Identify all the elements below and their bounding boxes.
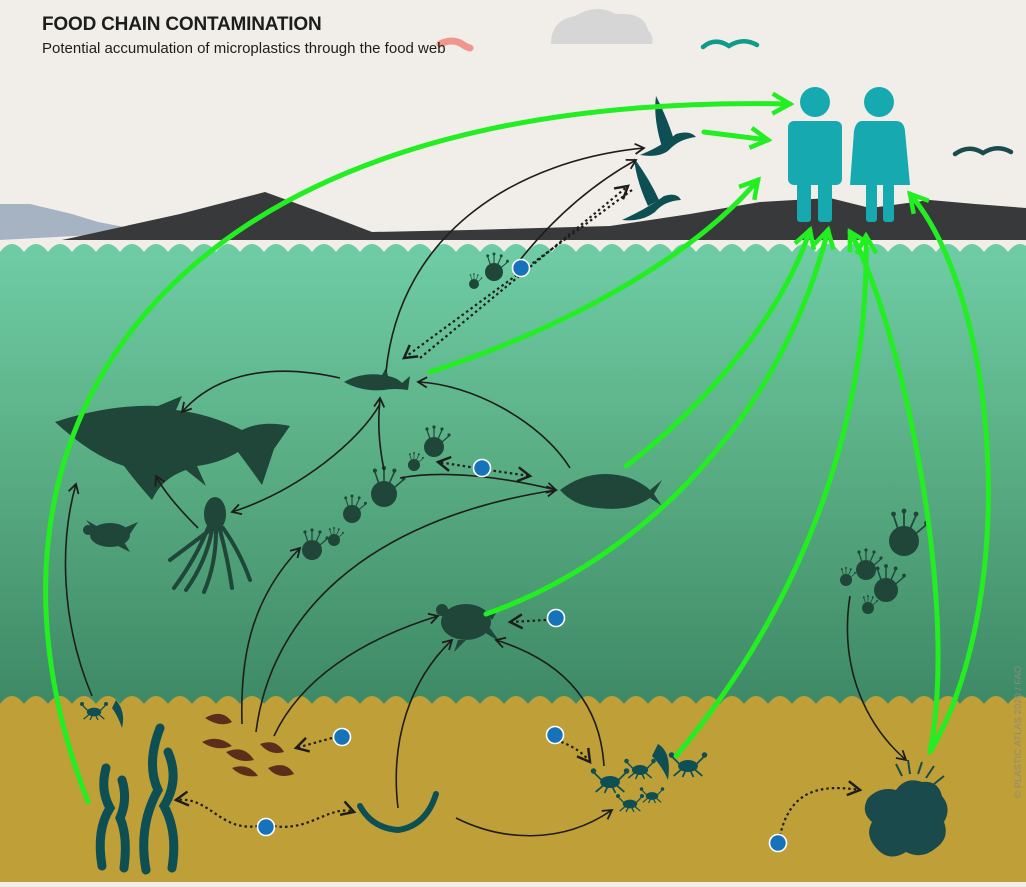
mountain-range <box>62 192 1026 240</box>
ocean <box>0 244 1026 720</box>
worm-icon <box>436 37 474 52</box>
shrimp-icon <box>112 700 124 728</box>
shrimp-icon <box>652 744 669 780</box>
seafloor <box>0 696 1026 882</box>
arrow-human-intake <box>43 91 991 805</box>
turtle-icon <box>436 604 500 652</box>
woman-icon <box>850 87 910 222</box>
cloud-icon <box>551 8 653 45</box>
sky-background <box>0 0 1026 240</box>
diagram-title: FOOD CHAIN CONTAMINATION <box>42 14 322 35</box>
sponge-icon <box>895 759 945 785</box>
man-icon <box>788 87 842 222</box>
diagram-subtitle: Potential accumulation of microplastics … <box>42 40 446 57</box>
shark-icon <box>344 368 410 391</box>
sponge-icon <box>864 780 948 857</box>
eel-icon <box>357 791 439 834</box>
fish-icon <box>560 474 662 509</box>
turtle-icon <box>83 520 138 552</box>
arrow-food-web <box>64 142 908 837</box>
seagull-icon <box>952 146 1014 157</box>
seagull-icon <box>700 39 760 50</box>
bivalve-icon <box>202 713 294 777</box>
bird-icon <box>622 158 681 221</box>
arrow-microplastic-intake <box>173 184 863 837</box>
octopus-icon <box>168 497 252 594</box>
seaweed-icon <box>95 723 179 875</box>
shark-icon <box>55 396 290 500</box>
copyright-credit: © PLASTIC ATLAS 2020 / FAO <box>1013 665 1023 798</box>
